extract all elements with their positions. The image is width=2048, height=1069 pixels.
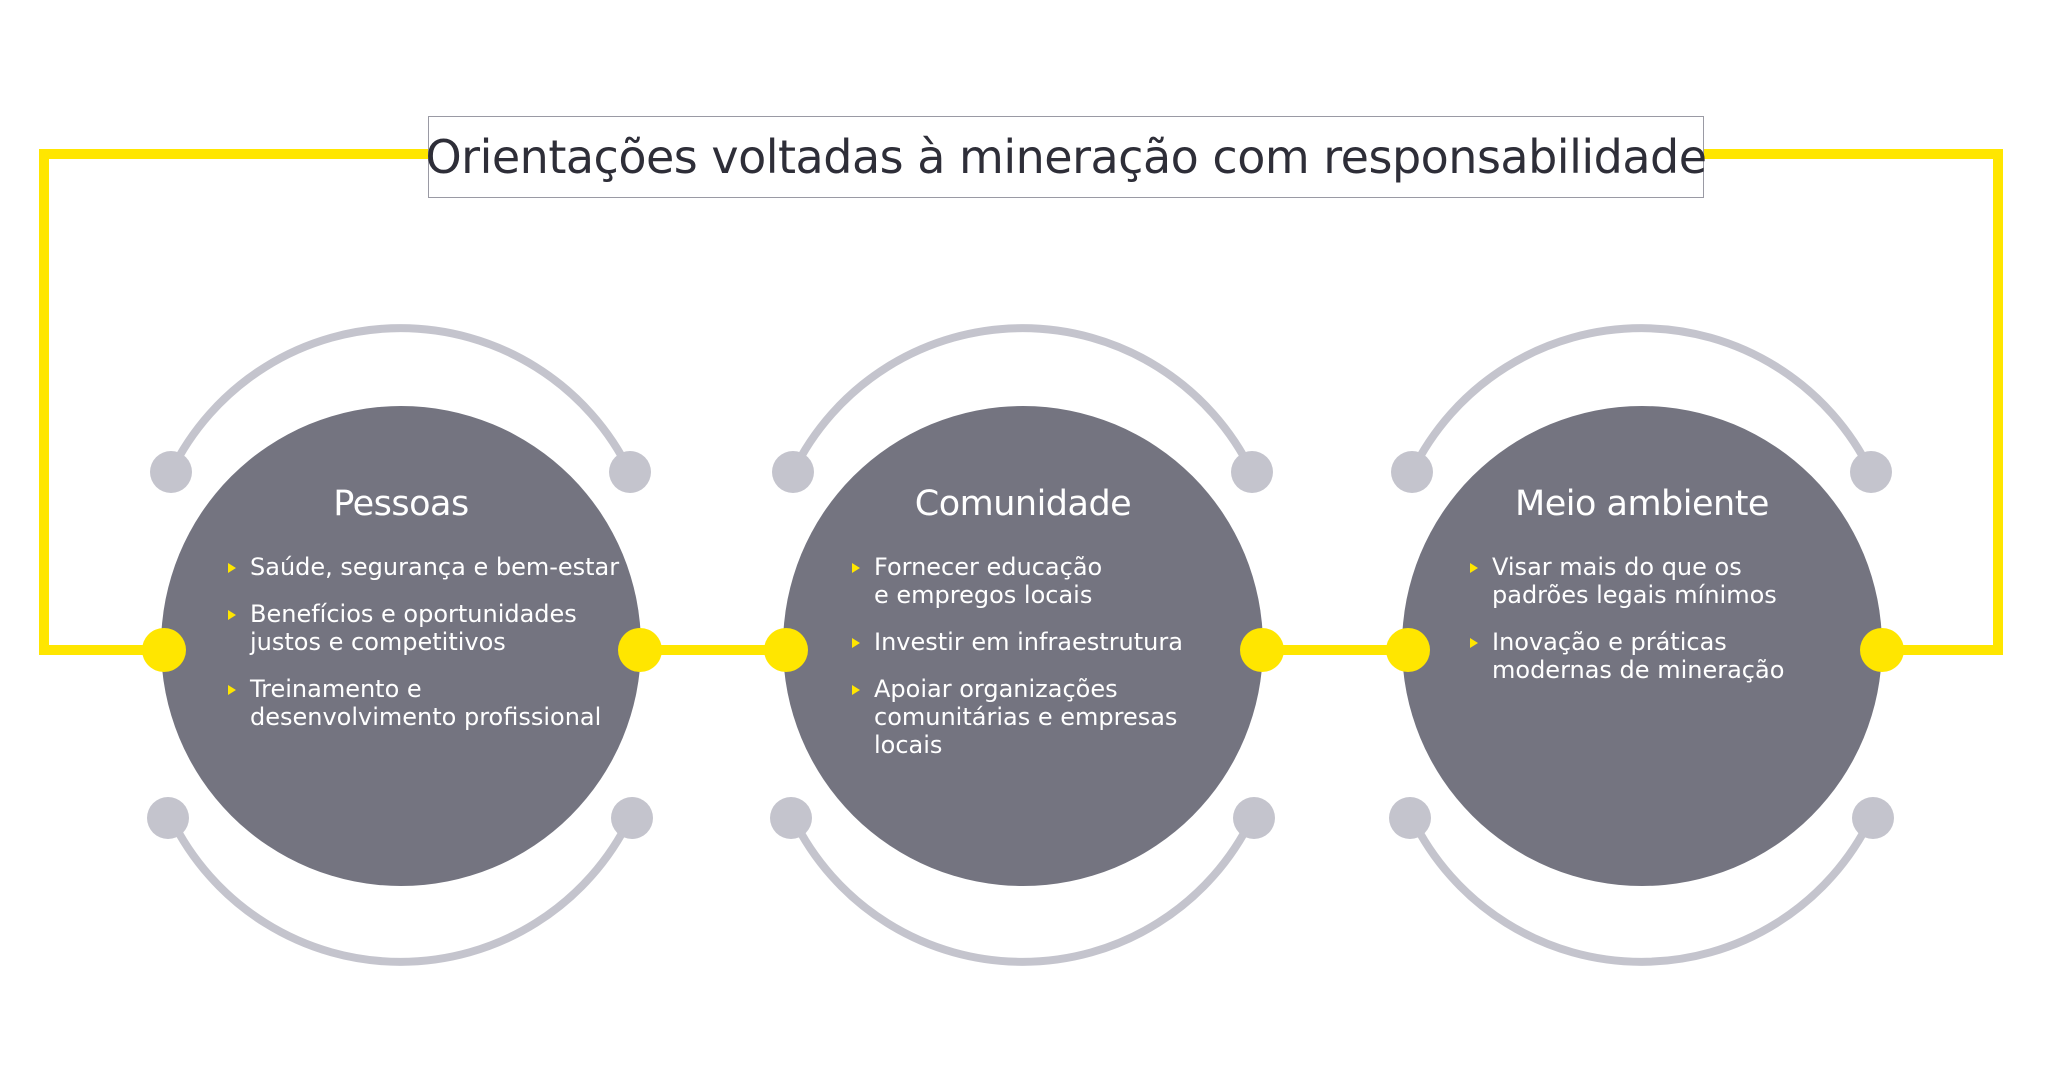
bullet-arrow-icon <box>852 685 860 695</box>
pillar-heading-comunidade: Comunidade <box>914 484 1132 524</box>
pillar-heading-pessoas: Pessoas <box>333 484 469 524</box>
circle-meio-ambiente <box>1402 406 1882 886</box>
connector-dot <box>1386 628 1430 672</box>
circle-comunidade <box>783 406 1263 886</box>
list-item: Investir em infraestrutura <box>852 628 1183 656</box>
bullet-arrow-icon <box>1470 638 1478 648</box>
diagram-title: Orientações voltadas à mineração com res… <box>425 130 1707 184</box>
connector-dot <box>1860 628 1904 672</box>
orbit-arcs-pessoas <box>167 324 634 966</box>
list-item: Visar mais do que os padrões legais míni… <box>1470 553 1784 609</box>
list-item: Treinamento e desenvolvimento profission… <box>228 675 619 731</box>
bullet-arrow-icon <box>228 563 236 573</box>
list-item: Saúde, segurança e bem-estar <box>228 553 619 581</box>
pillar-heading-meio-ambiente: Meio ambiente <box>1515 484 1769 524</box>
connector-dot <box>1240 628 1284 672</box>
connector-dots <box>142 628 1904 672</box>
list-item: Inovação e práticas modernas de mineraçã… <box>1470 628 1784 684</box>
pillar-list-comunidade: Fornecer educação e empregos locais Inve… <box>852 553 1183 778</box>
bullet-arrow-icon <box>1470 563 1478 573</box>
bullet-arrow-icon <box>228 685 236 695</box>
bullet-arrow-icon <box>852 563 860 573</box>
list-item: Fornecer educação e empregos locais <box>852 553 1183 609</box>
bullet-arrow-icon <box>228 610 236 620</box>
orbit-dots-comunidade <box>770 451 1275 839</box>
pillar-list-pessoas: Saúde, segurança e bem-estar Benefícios … <box>228 553 619 750</box>
orbit-arcs-meio-ambiente <box>1408 324 1875 966</box>
bullet-arrow-icon <box>852 638 860 648</box>
orbit-dots-meio-ambiente <box>1389 451 1894 839</box>
connector-dot <box>618 628 662 672</box>
connector-dot <box>764 628 808 672</box>
circle-pessoas <box>161 406 641 886</box>
list-item: Benefícios e oportunidades justos e comp… <box>228 600 619 656</box>
connector-dot <box>142 628 186 672</box>
title-box: Orientações voltadas à mineração com res… <box>425 116 1707 198</box>
orbit-arcs-comunidade <box>789 324 1256 966</box>
pillar-list-meio-ambiente: Visar mais do que os padrões legais míni… <box>1470 553 1784 703</box>
list-item: Apoiar organizações comunitárias e empre… <box>852 675 1183 759</box>
orbit-dots-pessoas <box>147 451 653 839</box>
